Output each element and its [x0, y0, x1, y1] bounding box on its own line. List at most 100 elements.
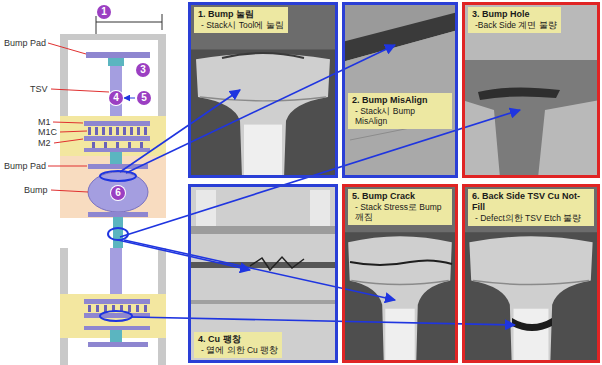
die: [144, 127, 147, 135]
defect-mark: [100, 311, 132, 321]
caption-box: 4. Cu 팽창- 열에 의한 Cu 팽창: [194, 332, 282, 358]
defect-photo-panel: 6. Back Side TSV Cu Not-Fill- Defect의한 T…: [462, 184, 600, 363]
caption-box: 5. Bump Crack- Stack Stress로 Bump깨짐: [348, 189, 452, 225]
leader-line: [48, 166, 87, 167]
die: [84, 326, 150, 330]
die: [88, 305, 91, 312]
sem-image: [462, 60, 600, 178]
defect-cause: - Stack시 Tool에 눌림: [198, 20, 284, 30]
defect-title: 6. Back Side TSV Cu Not-Fill: [472, 191, 590, 213]
die: [92, 142, 95, 148]
sem-image: [478, 87, 560, 100]
die: [86, 52, 150, 58]
sem-image: [188, 184, 338, 363]
die: [84, 136, 150, 141]
die: [116, 127, 119, 135]
die: [60, 34, 166, 156]
pointer-arrow: [124, 240, 395, 300]
defect-photo-panel: 3. Bump Hole-Back Side 계면 불량: [462, 2, 600, 178]
die: [60, 248, 166, 365]
callout-number: 3: [136, 63, 150, 77]
defect-cause: - Stack시 Bump MisAlign: [352, 106, 448, 126]
die: [88, 127, 91, 135]
bump-joint: [88, 212, 148, 217]
defect-title: 2. Bump MisAlign: [352, 95, 448, 106]
part-label: Bump Pad: [4, 161, 46, 171]
die: [84, 121, 150, 126]
caption-box: 3. Bump Hole-Back Side 계면 불량: [468, 7, 561, 33]
leader-line: [54, 139, 83, 143]
caption-box: 1. Bump 눌림- Stack시 Tool에 눌림: [194, 7, 288, 33]
defect-photo-panel: 4. Cu 팽창- 열에 의한 Cu 팽창: [188, 184, 338, 363]
leader-line: [53, 122, 83, 123]
die: [102, 127, 105, 135]
defect-title: 1. Bump 눌림: [198, 9, 284, 20]
callout-number: 4: [109, 91, 123, 105]
pointer-arrow: [120, 90, 240, 172]
caption-box: 6. Back Side TSV Cu Not-Fill- Defect의한 T…: [468, 189, 594, 226]
sem-image: [250, 257, 304, 270]
caption-box: 2. Bump MisAlign- Stack시 Bump MisAlign: [348, 93, 452, 129]
die: [60, 116, 166, 156]
sem-image: [310, 190, 330, 226]
sem-image: [188, 226, 338, 234]
die: [128, 142, 131, 148]
defect-mark: [100, 171, 136, 321]
part-label: M2: [38, 138, 51, 148]
defect-title: 3. Bump Hole: [472, 9, 557, 20]
die: [92, 142, 143, 148]
sem-image: [188, 262, 338, 268]
dimension-line: [162, 14, 163, 30]
defect-cause: - 열에 의한 Cu 팽창: [198, 345, 278, 355]
die: [110, 248, 122, 296]
callout-number: 5: [137, 91, 151, 105]
part-label: M1C: [38, 127, 57, 137]
sem-image: [342, 2, 458, 178]
die: [109, 127, 112, 135]
leader-line: [60, 131, 87, 132]
sem-image: [462, 2, 600, 178]
die: [128, 305, 131, 312]
pointer-arrow: [120, 110, 520, 237]
die: [88, 127, 147, 135]
pointer-arrow: [124, 98, 135, 99]
sem-image: [188, 300, 338, 304]
die: [60, 248, 166, 365]
sem-image: [342, 184, 458, 363]
sem-image: [462, 184, 600, 363]
sem-image: [462, 184, 600, 363]
sem-image: [512, 318, 552, 331]
leader-line: [48, 43, 86, 54]
die: [108, 58, 124, 66]
sem-image: [188, 184, 338, 363]
sem-image: [188, 2, 338, 178]
sem-image: [462, 2, 600, 178]
bump-joint: [60, 156, 166, 218]
part-label: Bump: [24, 185, 48, 195]
pointer-arrow: [118, 240, 250, 270]
defect-photo-panel: 2. Bump MisAlign- Stack시 Bump MisAlign: [342, 2, 458, 178]
sem-image: [350, 260, 452, 265]
defect-title: 4. Cu 팽창: [198, 334, 278, 345]
die: [88, 342, 148, 347]
die: [96, 305, 99, 312]
dimension-line: [96, 22, 162, 23]
die: [116, 142, 119, 148]
bump-joint: [110, 152, 122, 164]
sem-image: [342, 184, 458, 363]
sem-image: [342, 30, 458, 178]
die: [136, 305, 139, 312]
part-label: Bump Pad: [4, 38, 46, 48]
die: [104, 142, 107, 148]
sem-image: [342, 2, 458, 178]
part-label: TSV: [30, 84, 48, 94]
sem-image: [188, 2, 338, 178]
die: [84, 148, 150, 152]
bump-joint: [88, 172, 148, 212]
defect-cause: - Stack Stress로 Bump깨짐: [352, 202, 448, 222]
die: [95, 127, 98, 135]
defect-photo-panel: 1. Bump 눌림- Stack시 Tool에 눌림: [188, 2, 338, 178]
sem-image: [222, 53, 304, 58]
